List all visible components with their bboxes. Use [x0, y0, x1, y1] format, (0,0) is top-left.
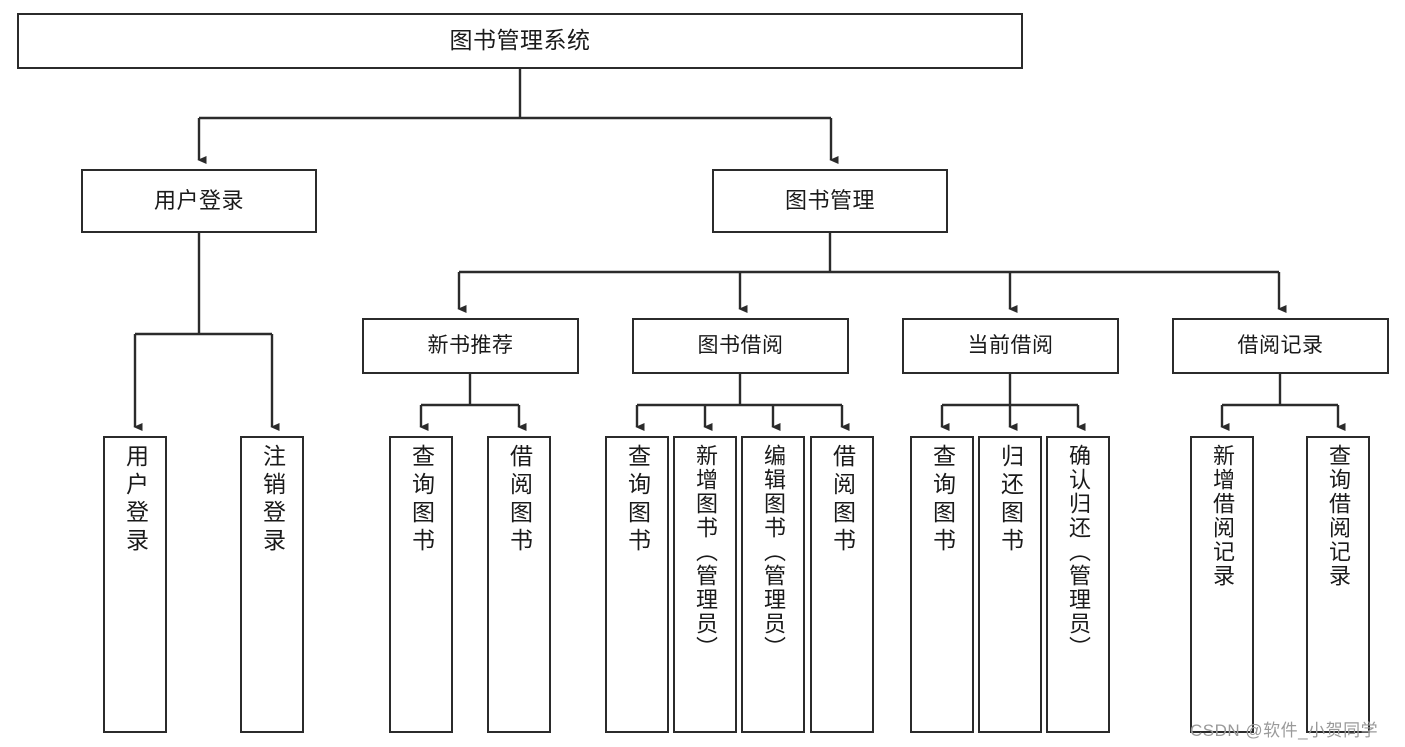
node-book-borrow[interactable]: 图书借阅	[632, 318, 849, 374]
node-new-book-rec[interactable]: 新书推荐	[362, 318, 579, 374]
watermark: CSDN @软件_小贺同学	[1190, 721, 1379, 740]
leaf-return-book[interactable]: 归还图书	[978, 436, 1042, 733]
leaf-query-book-2[interactable]: 查询图书	[605, 436, 669, 733]
leaf-query-record[interactable]: 查询借阅记录	[1306, 436, 1370, 733]
leaf-query-book-1-label: 查询图书	[408, 444, 435, 556]
node-user-login[interactable]: 用户登录	[81, 169, 317, 233]
leaf-query-book-3[interactable]: 查询图书	[910, 436, 974, 733]
node-current-borrow-label: 当前借阅	[967, 333, 1054, 357]
leaf-user-login[interactable]: 用户登录	[103, 436, 167, 733]
node-borrow-record[interactable]: 借阅记录	[1172, 318, 1389, 374]
leaf-borrow-book-1-label: 借阅图书	[506, 444, 533, 556]
leaf-borrow-book-1[interactable]: 借阅图书	[487, 436, 551, 733]
leaf-user-logout-label: 注销登录	[259, 444, 286, 556]
leaf-query-record-label: 查询借阅记录	[1326, 444, 1351, 588]
leaf-borrow-book-2[interactable]: 借阅图书	[810, 436, 874, 733]
leaf-query-book-1[interactable]: 查询图书	[389, 436, 453, 733]
leaf-return-book-label: 归还图书	[997, 444, 1024, 556]
node-user-login-label: 用户登录	[153, 188, 244, 214]
leaf-add-record[interactable]: 新增借阅记录	[1190, 436, 1254, 733]
leaf-query-book-2-label: 查询图书	[624, 444, 651, 556]
leaf-query-book-3-label: 查询图书	[929, 444, 956, 556]
node-root-label: 图书管理系统	[449, 27, 591, 54]
node-current-borrow[interactable]: 当前借阅	[902, 318, 1119, 374]
node-borrow-record-label: 借阅记录	[1237, 333, 1324, 357]
node-book-borrow-label: 图书借阅	[697, 333, 784, 357]
node-book-manage-label: 图书管理	[784, 188, 875, 214]
leaf-borrow-book-2-label: 借阅图书	[829, 444, 856, 556]
leaf-add-book-label: 新增图书（管理员）	[693, 444, 718, 660]
leaf-confirm-return-label: 确认归还（管理员）	[1066, 444, 1091, 660]
node-root[interactable]: 图书管理系统	[17, 13, 1023, 69]
leaf-user-logout[interactable]: 注销登录	[240, 436, 304, 733]
node-new-book-rec-label: 新书推荐	[427, 333, 514, 357]
leaf-confirm-return[interactable]: 确认归还（管理员）	[1046, 436, 1110, 733]
leaf-edit-book[interactable]: 编辑图书（管理员）	[741, 436, 805, 733]
node-book-manage[interactable]: 图书管理	[712, 169, 948, 233]
leaf-user-login-label: 用户登录	[122, 444, 149, 556]
leaf-add-book[interactable]: 新增图书（管理员）	[673, 436, 737, 733]
leaf-add-record-label: 新增借阅记录	[1210, 444, 1235, 588]
leaf-edit-book-label: 编辑图书（管理员）	[761, 444, 786, 660]
